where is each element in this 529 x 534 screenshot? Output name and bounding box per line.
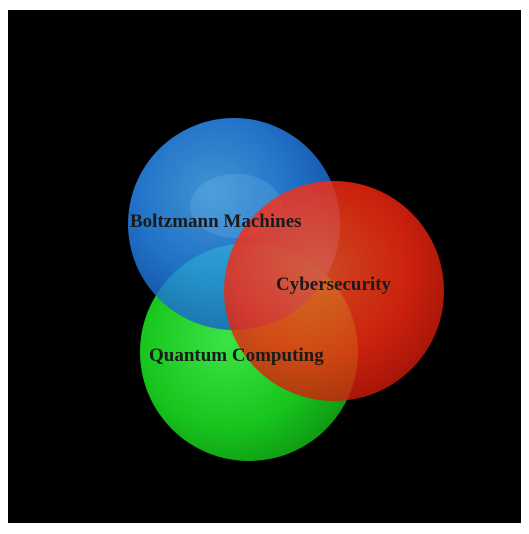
venn-diagram-canvas: Boltzmann Machines Cybersecurity Quantum… [8, 10, 521, 523]
sphere-cybersecurity [224, 181, 444, 401]
venn-diagram: Boltzmann Machines Cybersecurity Quantum… [128, 118, 444, 461]
label-cybersecurity: Cybersecurity [276, 274, 392, 295]
label-quantum-computing: Quantum Computing [149, 345, 324, 366]
label-boltzmann-machines: Boltzmann Machines [130, 211, 302, 232]
